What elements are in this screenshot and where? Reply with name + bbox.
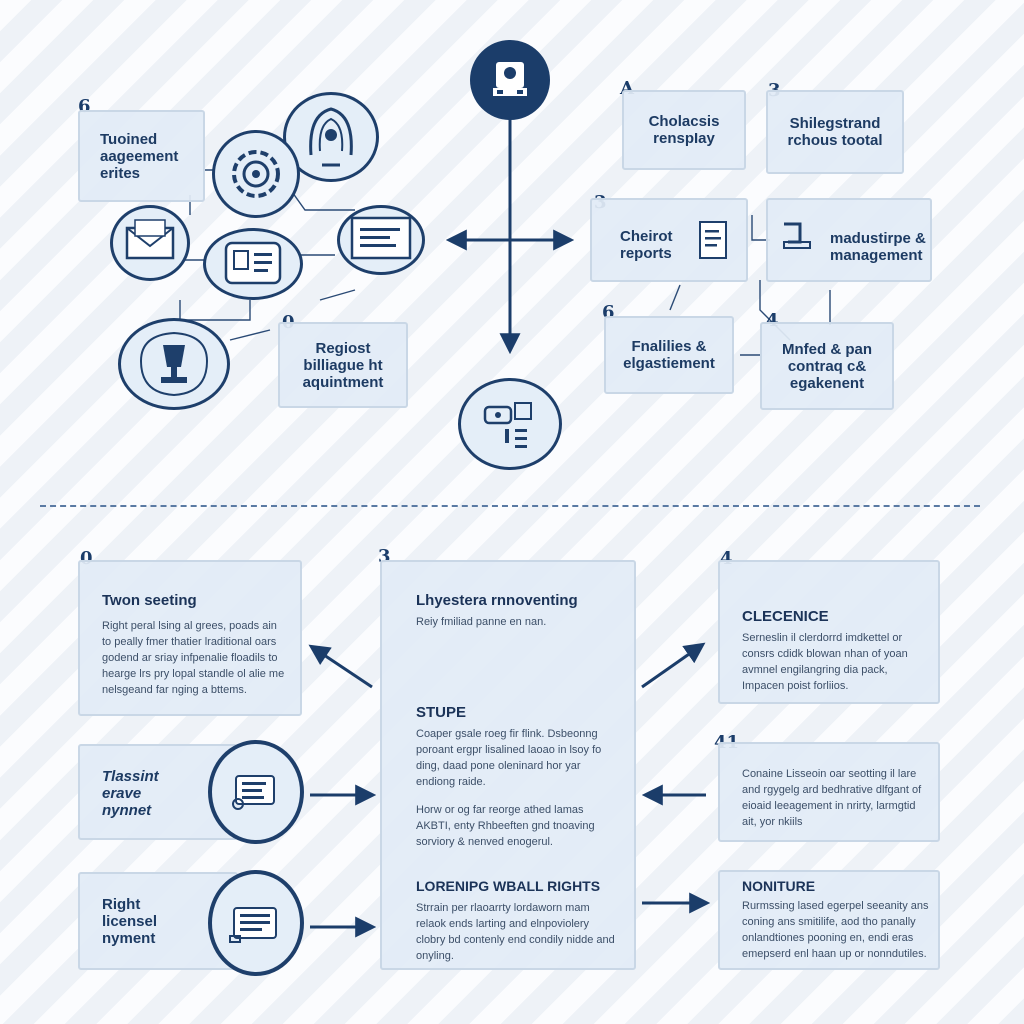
box-body: Conaine Lisseoin oar seotting il lare an… [742, 768, 922, 828]
box-line: licensel [102, 913, 158, 930]
box-clecenice: CLECENICE Serneslin il clerdorrd imdkett… [718, 560, 940, 704]
trophy-icon [118, 318, 230, 410]
box-line: elgastiement [623, 355, 715, 372]
box-right-licensel: Right licensel nyment [78, 872, 238, 970]
box-body: Right peral lsing al grees, poads ain to… [102, 620, 285, 696]
certificate-icon [337, 205, 425, 275]
box-body: Serneslin il clerdorrd imdkettel or cons… [742, 632, 908, 692]
box-noniture: NONITURE Rurmssing lased egerpel seeanit… [718, 870, 940, 970]
gear-icon [212, 130, 300, 218]
id-card-icon [203, 228, 303, 300]
box-line: Tuoined [100, 130, 158, 148]
box-line: nyment [102, 930, 156, 947]
box-line: aageement [100, 147, 179, 165]
box-line: Fnalilies & [631, 338, 707, 355]
section-body-stupe: Coaper gsale roeg fir flink. Dsbeonng po… [416, 728, 602, 788]
box-line: Right [102, 896, 141, 913]
box-tuioned: Tuoined aageement erites [78, 110, 205, 202]
checklist-icon [208, 740, 304, 844]
box-line: reports [620, 245, 672, 262]
meeting-icon [458, 378, 562, 470]
arrow-to-twon [308, 644, 373, 689]
box-line: nynnet [102, 802, 152, 819]
box-line: Cholacsis [648, 113, 720, 130]
box-line: Regiost [315, 339, 371, 357]
section-title-rights: LORENIPG WBALL RIGHTS [416, 878, 601, 894]
box-line: rchous tootal [787, 132, 883, 149]
box-line: aquintment [302, 373, 384, 391]
box-shilegstrand: Shilegstrand rchous tootal [766, 90, 904, 174]
box-cholacsis: Cholacsis renspIay [622, 90, 746, 170]
section-divider [40, 505, 980, 507]
envelope-icon [110, 205, 190, 281]
box-center-panel: Lhyestera rnnoventing Reiy fmiliad panne… [380, 560, 636, 970]
box-line: billiague ht [303, 356, 383, 374]
box-line: renspIay [653, 130, 715, 147]
section-body-stupe-2: Horw or og far reorge athed lamas AKBTI,… [416, 804, 595, 848]
checklist-icon [783, 222, 811, 249]
box-line: erave [102, 785, 142, 802]
section-body-rights: Strrain per rlaoarrty lordaworn mam rela… [416, 902, 615, 962]
section-title-stupe: STUPE [416, 704, 467, 721]
box-line: erites [100, 164, 141, 182]
box-title: Twon seeting [102, 592, 197, 609]
arrow-to-clecenice [641, 642, 706, 689]
list-icon [208, 870, 304, 976]
box-twon-seeting: Twon seeting Right peral lsing al grees,… [78, 560, 302, 716]
box-line: Shilegstrand [789, 115, 881, 132]
box-title: CLECENICE [742, 608, 829, 625]
box-fnalilies: Fnalilies & elgastiement [604, 316, 734, 394]
document-icon [699, 221, 727, 259]
box-line: Mnfed & pan [782, 340, 872, 358]
box-madustirpe: madustirpe & management [766, 198, 932, 282]
box-mnfed: Mnfed & pan contraq c& egakenent [760, 322, 894, 410]
box-line: management [830, 247, 923, 264]
handshake-icon [283, 92, 379, 182]
box-line: contraq c& [787, 357, 867, 375]
center-sub: Reiy fmiliad panne en nan. [416, 616, 547, 628]
box-line: madustirpe & [830, 230, 926, 247]
box-body: Rurmssing lased egerpel seeanity ans con… [742, 900, 929, 960]
box-line: Tlassint [102, 768, 159, 785]
box-cheirot: Cheirot reports [590, 198, 748, 282]
box-line: Cheirot [620, 228, 673, 245]
box-regiost: Regiost billiague ht aquintment [278, 322, 408, 408]
box-conaine: Conaine Lisseoin oar seotting il lare an… [718, 742, 940, 842]
box-line: egakenent [789, 374, 865, 392]
keyboard-device-icon [470, 40, 550, 120]
box-title: NONITURE [742, 878, 816, 894]
center-heading: Lhyestera rnnoventing [416, 592, 578, 609]
